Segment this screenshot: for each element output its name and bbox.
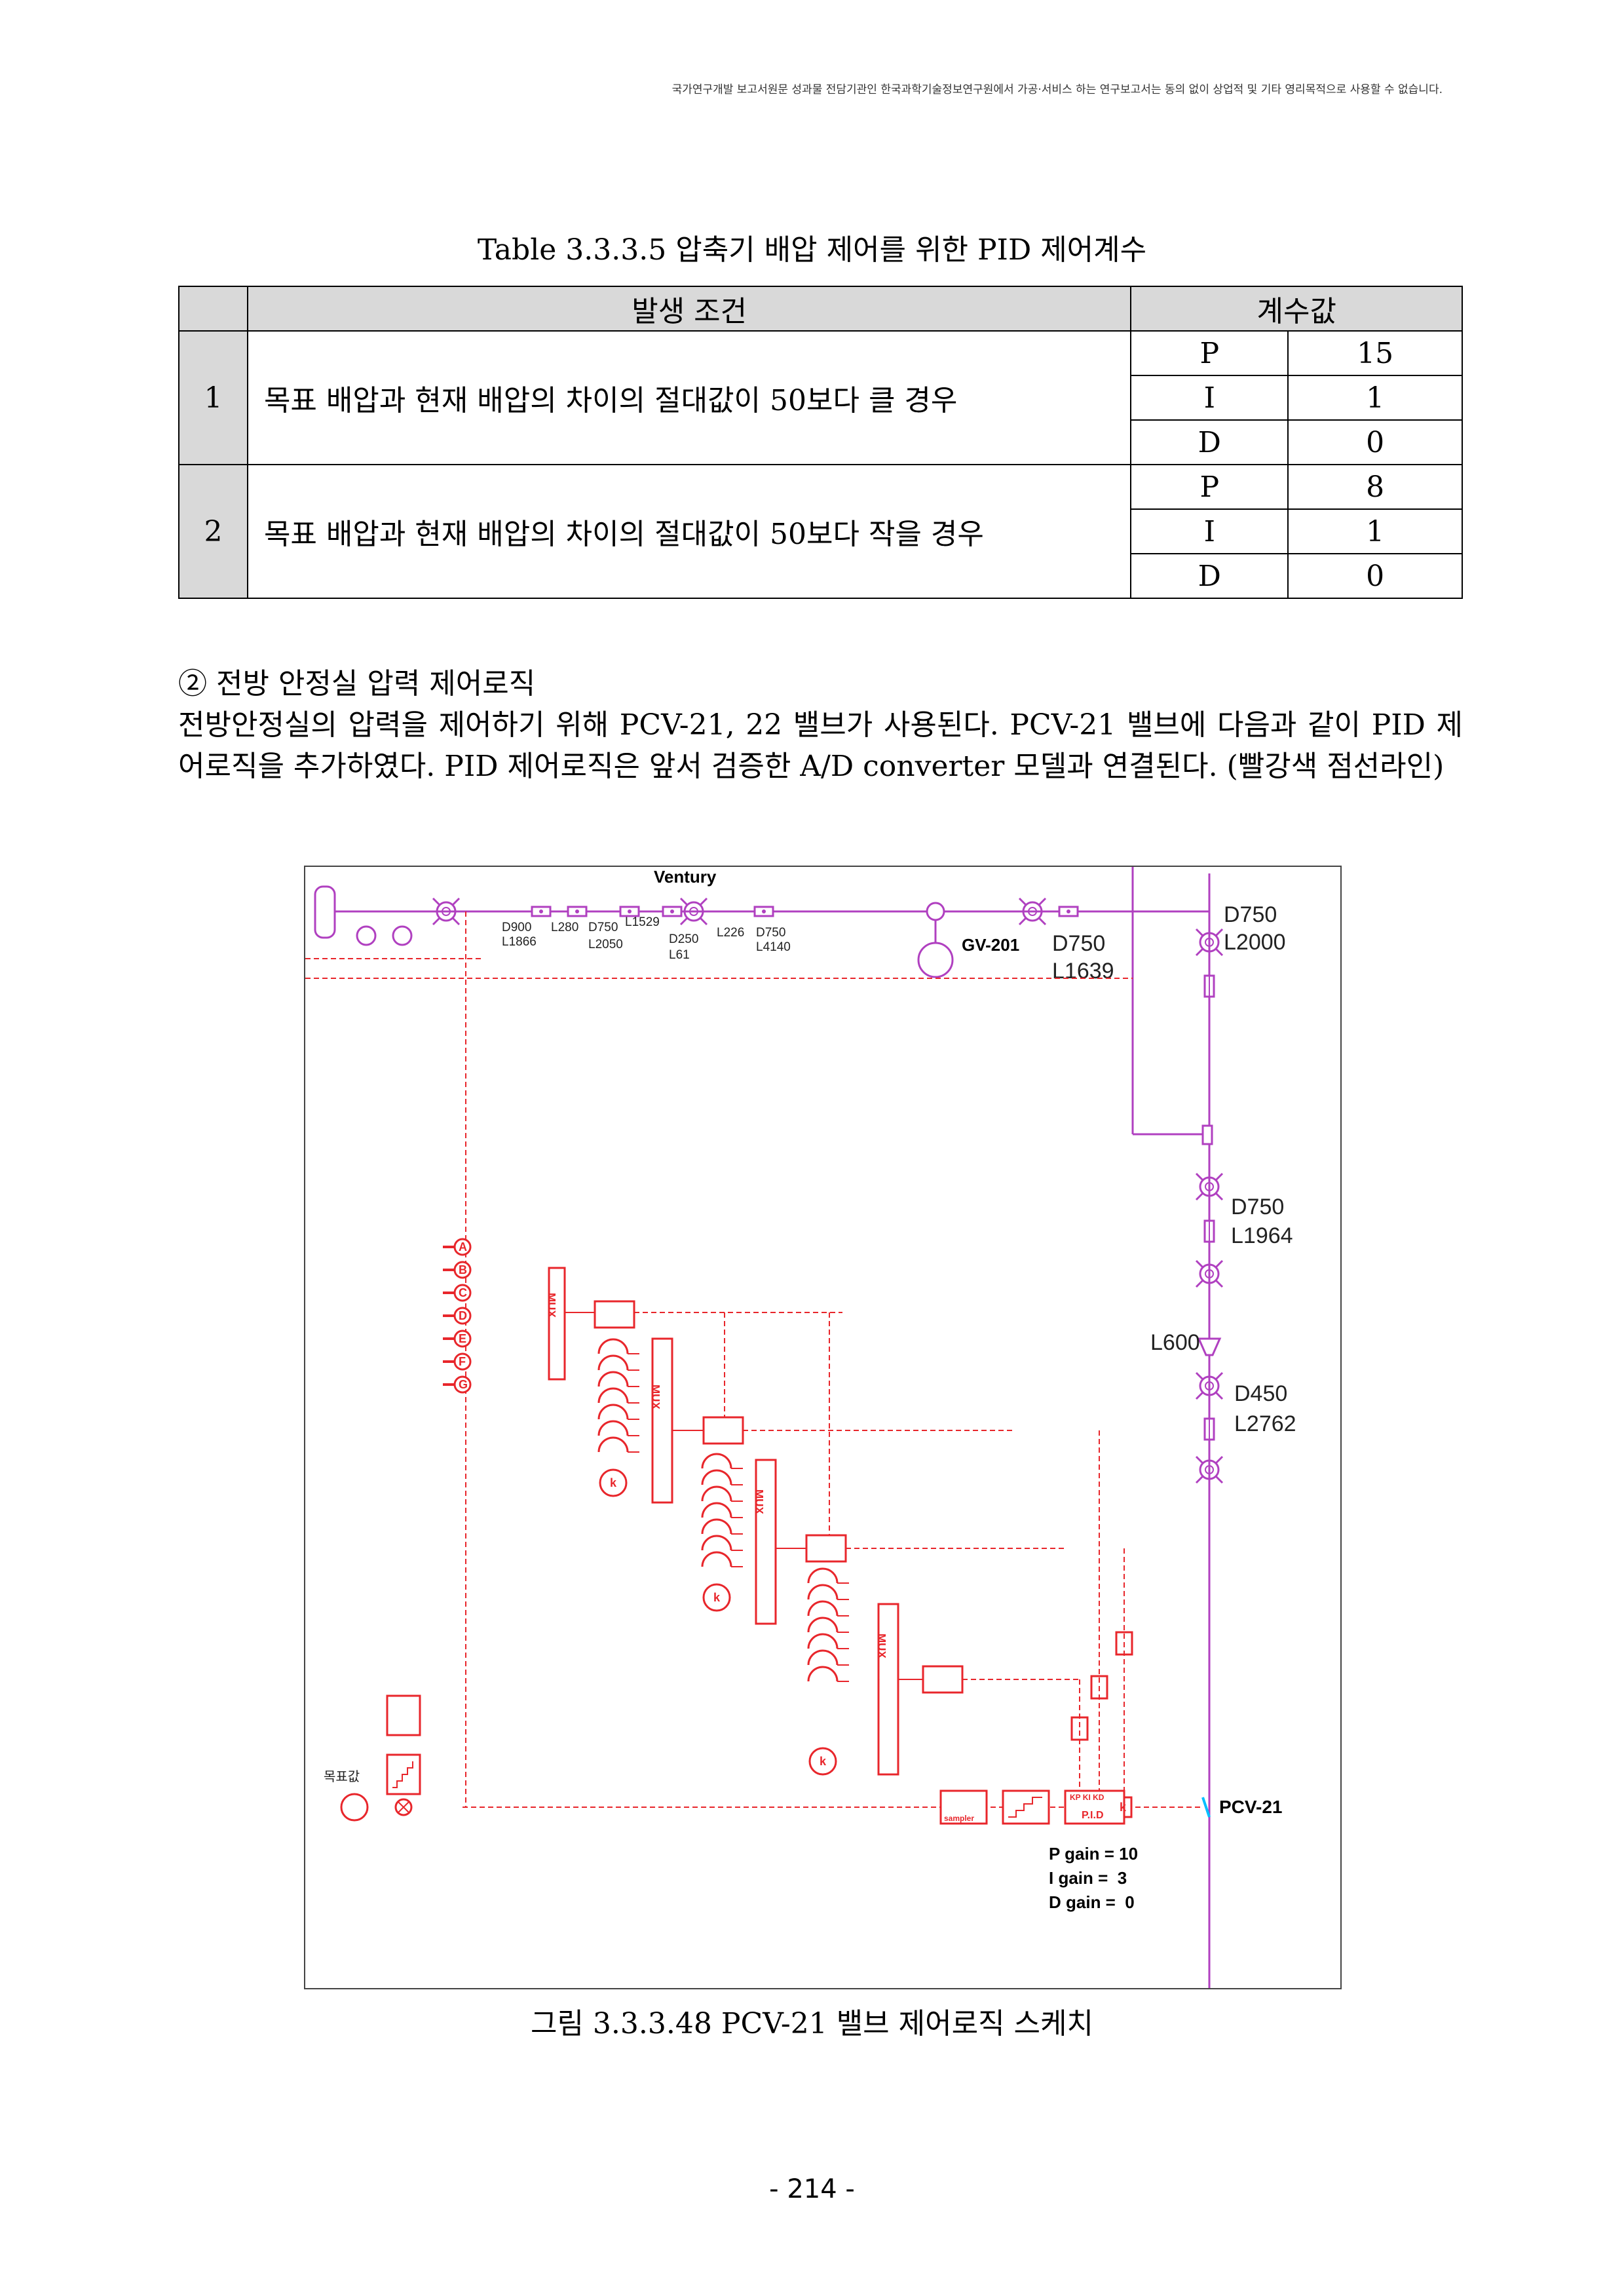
p-gain-label: P gain = 10 bbox=[1049, 1844, 1138, 1864]
svg-text:L1639: L1639 bbox=[1052, 959, 1114, 984]
gv201-label: GV-201 bbox=[962, 935, 1019, 955]
svg-text:L280: L280 bbox=[551, 921, 578, 934]
coeff-value: 1 bbox=[1287, 375, 1463, 421]
svg-text:D750: D750 bbox=[588, 921, 618, 934]
k-label: k bbox=[820, 1755, 827, 1768]
svg-text:D: D bbox=[459, 1309, 467, 1322]
figure-caption: 그림 3.3.3.48 PCV-21 밸브 제어로직 스케치 bbox=[530, 2007, 1093, 2040]
coeff-value: 15 bbox=[1287, 330, 1463, 376]
pid-gains-label: KP KI KD bbox=[1070, 1793, 1105, 1802]
mux-label: MUX bbox=[546, 1293, 558, 1318]
l600-label: L600 bbox=[1150, 1330, 1200, 1355]
coeff-name: I bbox=[1130, 508, 1289, 554]
header-condition: 발생 조건 bbox=[246, 286, 1132, 332]
svg-text:L1866: L1866 bbox=[502, 935, 537, 949]
ventury-label: Ventury bbox=[654, 867, 717, 887]
coeff-name: D bbox=[1130, 553, 1289, 599]
svg-text:L4140: L4140 bbox=[756, 940, 791, 954]
svg-text:F: F bbox=[459, 1355, 466, 1368]
pcv21-control-diagram: Ventury D900 L1866 L280 D750 L2050 L1529… bbox=[304, 866, 1342, 1989]
svg-text:D900: D900 bbox=[502, 921, 531, 934]
row-number: 2 bbox=[178, 464, 248, 599]
coeff-value: 0 bbox=[1287, 419, 1463, 465]
svg-text:L2050: L2050 bbox=[588, 938, 623, 951]
page-number: - 214 - bbox=[769, 2174, 855, 2204]
coeff-value: 0 bbox=[1287, 553, 1463, 599]
row-condition: 목표 배압과 현재 배압의 차이의 절대값이 50보다 클 경우 bbox=[246, 330, 1132, 465]
row-condition: 목표 배압과 현재 배압의 차이의 절대값이 50보다 작을 경우 bbox=[246, 464, 1132, 599]
target-value-label: 목표값 bbox=[324, 1769, 360, 1784]
d750-l2000-label: D750 bbox=[1224, 902, 1277, 927]
coeff-name: P bbox=[1130, 330, 1289, 376]
pipe-labels: D900 L1866 L280 D750 L2050 L1529 D250 L6… bbox=[502, 915, 791, 962]
i-gain-label: I gain = 3 bbox=[1049, 1868, 1127, 1888]
k-label: k bbox=[1120, 1801, 1127, 1814]
svg-text:A: A bbox=[459, 1240, 467, 1253]
d750-l1964-label: D750 bbox=[1231, 1195, 1284, 1219]
coeff-value: 8 bbox=[1287, 464, 1463, 510]
mux-label: MUX bbox=[753, 1489, 766, 1514]
sampler-label: sampler bbox=[944, 1814, 974, 1823]
svg-text:D750: D750 bbox=[756, 926, 785, 940]
svg-text:L1964: L1964 bbox=[1231, 1223, 1293, 1248]
svg-text:L2762: L2762 bbox=[1234, 1411, 1296, 1436]
svg-text:L226: L226 bbox=[717, 926, 744, 940]
header-empty-cell bbox=[178, 286, 248, 332]
row-number: 1 bbox=[178, 330, 248, 465]
coeff-name: D bbox=[1130, 419, 1289, 465]
coeff-name: P bbox=[1130, 464, 1289, 510]
header-coefficient: 계수값 bbox=[1130, 286, 1463, 332]
svg-text:E: E bbox=[459, 1332, 466, 1345]
svg-text:L1529: L1529 bbox=[625, 915, 660, 929]
coeff-value: 1 bbox=[1287, 508, 1463, 554]
body-paragraph: 전방안정실의 압력을 제어하기 위해 PCV-21, 22 밸브가 사용된다. … bbox=[178, 708, 1463, 783]
d450-l2762-label: D450 bbox=[1234, 1381, 1287, 1406]
svg-text:L61: L61 bbox=[669, 948, 690, 962]
pcv21-label: PCV-21 bbox=[1219, 1797, 1283, 1817]
section-heading: ② 전방 안정실 압력 제어로직 bbox=[178, 667, 536, 700]
control-logic bbox=[305, 911, 1211, 1825]
k-label: k bbox=[610, 1476, 617, 1489]
table-caption: Table 3.3.3.5 압축기 배압 제어를 위한 PID 제어계수 bbox=[477, 233, 1147, 267]
d750-l1639-label: D750 bbox=[1052, 931, 1105, 956]
k-label: k bbox=[713, 1591, 721, 1604]
coeff-name: I bbox=[1130, 375, 1289, 421]
d-gain-label: D gain = 0 bbox=[1049, 1892, 1135, 1912]
pid-coefficient-table: 발생 조건 계수값 1 목표 배압과 현재 배압의 차이의 절대값이 50보다 … bbox=[178, 286, 1463, 599]
input-labels: A B C D E F G bbox=[459, 1240, 468, 1391]
svg-text:G: G bbox=[459, 1378, 468, 1391]
mux-label: MUX bbox=[876, 1634, 888, 1658]
mux-label: MUX bbox=[650, 1385, 662, 1409]
svg-text:L2000: L2000 bbox=[1224, 930, 1286, 955]
pid-label: P.I.D bbox=[1082, 1810, 1104, 1821]
svg-text:D250: D250 bbox=[669, 932, 698, 946]
svg-text:B: B bbox=[459, 1263, 467, 1276]
main-pipeline bbox=[314, 867, 1224, 1988]
svg-text:C: C bbox=[459, 1286, 467, 1299]
